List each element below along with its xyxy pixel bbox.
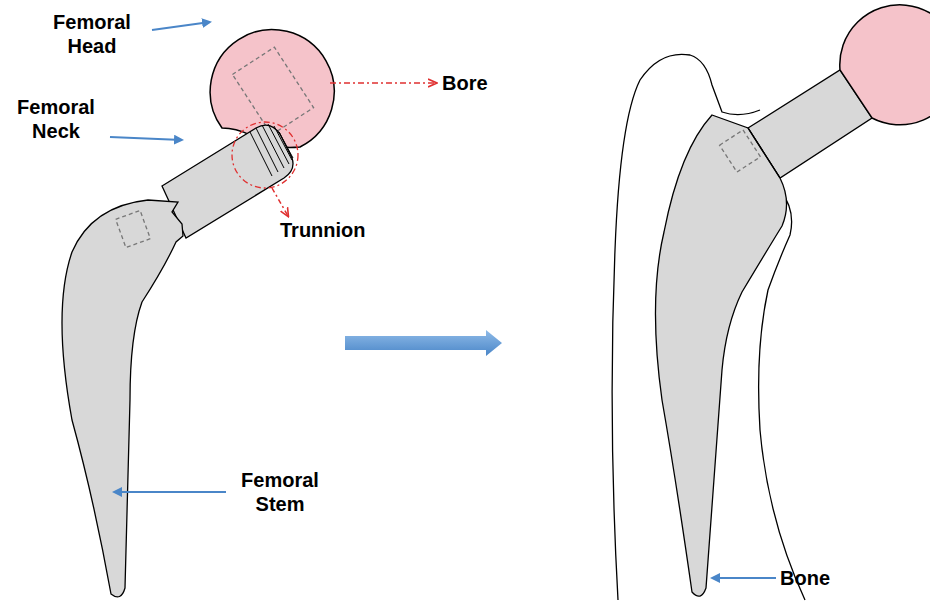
part-label: Femoral Neck (4, 95, 108, 143)
trunnion-thread (250, 124, 293, 176)
bore-outline (232, 47, 313, 135)
femoral-stem-shape (62, 200, 183, 597)
femoral-stem-shape (655, 115, 786, 596)
neck-junction (748, 128, 780, 178)
part-label: Trunnion (280, 218, 380, 242)
part-label: Bore (442, 71, 512, 95)
transition-arrow (345, 330, 502, 356)
part-label: Femoral Stem (228, 468, 332, 516)
leader-arrow (712, 577, 776, 579)
leader-arrow (272, 188, 288, 216)
part-label: Bone (780, 566, 850, 590)
leader-arrow (114, 491, 226, 493)
leader-arrow (110, 137, 182, 140)
trunnion-circle (232, 122, 298, 188)
femoral-neck-shape (162, 125, 293, 238)
femoral-head-shape (840, 5, 930, 125)
stem-taper-outline (116, 210, 151, 247)
stem-taper-outline (720, 130, 761, 172)
part-label: Femoral Head (42, 10, 142, 58)
leader-arrow (152, 22, 210, 30)
leader-arrow (330, 82, 436, 84)
